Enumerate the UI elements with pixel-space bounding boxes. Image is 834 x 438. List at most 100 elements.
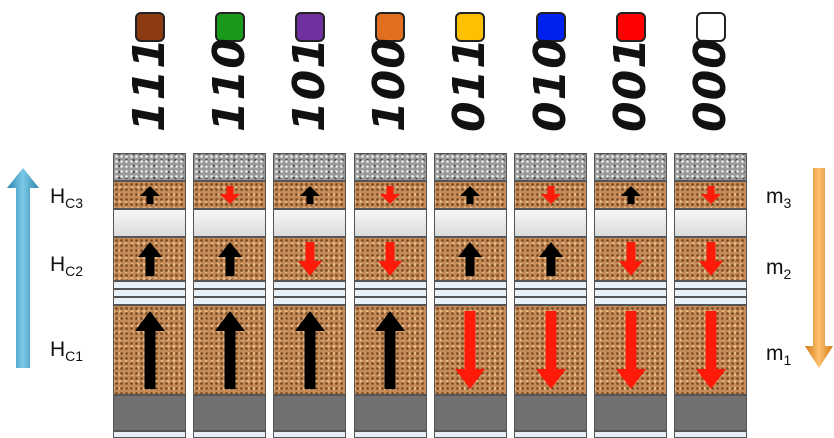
hc3-main: H xyxy=(50,185,65,208)
magnetization-up-arrow-icon xyxy=(539,242,563,276)
magnetization-up-arrow-icon xyxy=(621,186,641,204)
spacer-layer xyxy=(514,209,587,237)
spacer-layer xyxy=(594,395,667,431)
spacer-layer xyxy=(674,281,747,289)
magnetic-layer xyxy=(594,181,667,209)
magnetic-layer xyxy=(113,305,186,395)
m1-label: m1 xyxy=(766,342,791,368)
magnetic-layer xyxy=(434,305,507,395)
magnetic-layer xyxy=(434,181,507,209)
spacer-layer xyxy=(674,209,747,237)
spacer-layer xyxy=(273,289,346,297)
spacer-layer xyxy=(514,297,587,305)
magnetic-layer xyxy=(674,305,747,395)
spacer-layer xyxy=(113,395,186,431)
magnetization-up-arrow-icon xyxy=(218,242,242,276)
hc2-sub: C2 xyxy=(65,263,83,279)
magnetization-up-arrow-icon xyxy=(460,186,480,204)
spacer-layer xyxy=(514,289,587,297)
magnetization-up-arrow-icon xyxy=(375,311,405,389)
cap-layer xyxy=(434,153,507,181)
spacer-layer xyxy=(434,281,507,289)
cap-layer xyxy=(514,153,587,181)
magnetization-up-arrow-icon xyxy=(458,242,482,276)
spacer-layer xyxy=(434,431,507,438)
magnetization-up-arrow-icon xyxy=(300,186,320,204)
magnetic-layer xyxy=(273,305,346,395)
spacer-layer xyxy=(193,297,266,305)
m2-main: m xyxy=(766,256,784,279)
magnetic-layer xyxy=(514,305,587,395)
magnetic-layer xyxy=(354,237,427,281)
magnetic-layer xyxy=(193,181,266,209)
magnetization-up-arrow-icon xyxy=(215,311,245,389)
spacer-layer xyxy=(594,289,667,297)
spacer-layer xyxy=(273,209,346,237)
magnetization-down-arrow-icon xyxy=(541,186,561,204)
spacer-layer xyxy=(193,395,266,431)
spacer-layer xyxy=(434,297,507,305)
spacer-layer xyxy=(113,209,186,237)
magnetic-layer xyxy=(674,181,747,209)
magnetic-layer xyxy=(354,181,427,209)
magnetic-layer xyxy=(674,237,747,281)
spacer-layer xyxy=(273,431,346,438)
spacer-layer xyxy=(354,289,427,297)
spacer-layer xyxy=(434,289,507,297)
spacer-layer xyxy=(434,395,507,431)
magnetization-down-arrow-icon xyxy=(616,311,646,389)
magnetic-layer xyxy=(514,237,587,281)
magnetic-layer xyxy=(514,181,587,209)
spacer-layer xyxy=(273,297,346,305)
m2-sub: 2 xyxy=(784,266,792,282)
spacer-layer xyxy=(594,431,667,438)
spacer-layer xyxy=(354,209,427,237)
layer-stack xyxy=(113,153,186,438)
spacer-layer xyxy=(514,281,587,289)
spacer-layer xyxy=(273,395,346,431)
magnetic-layer xyxy=(273,237,346,281)
cap-layer xyxy=(193,153,266,181)
m2-label: m2 xyxy=(766,256,791,282)
spacer-layer xyxy=(354,281,427,289)
magnetization-down-arrow-icon xyxy=(380,186,400,204)
spacer-layer xyxy=(193,431,266,438)
layer-stack xyxy=(674,153,747,438)
spacer-layer xyxy=(354,431,427,438)
state-code-text: 100 xyxy=(368,37,412,132)
hc3-label: HC3 xyxy=(50,185,83,211)
spacer-layer xyxy=(193,289,266,297)
magnetic-layer xyxy=(193,237,266,281)
m1-main: m xyxy=(766,342,784,365)
magnetization-down-arrow-icon xyxy=(298,242,322,276)
cap-layer xyxy=(354,153,427,181)
magnetic-layer xyxy=(193,305,266,395)
spacer-layer xyxy=(273,281,346,289)
layer-stack xyxy=(434,153,507,438)
spacer-layer xyxy=(674,289,747,297)
magnetization-down-arrow-icon xyxy=(378,242,402,276)
hc2-main: H xyxy=(50,253,65,276)
m3-sub: 3 xyxy=(784,195,792,211)
magnetic-layer xyxy=(273,181,346,209)
magnetization-up-arrow-icon xyxy=(138,242,162,276)
state-code-text: 000 xyxy=(689,37,733,132)
spacer-layer xyxy=(674,395,747,431)
magnetic-layer xyxy=(434,237,507,281)
magnetization-down-arrow-icon xyxy=(220,186,240,204)
spacer-layer xyxy=(514,431,587,438)
spacer-layer xyxy=(434,209,507,237)
spacer-layer xyxy=(354,297,427,305)
spacer-layer xyxy=(113,431,186,438)
spacer-layer xyxy=(594,209,667,237)
layer-stack xyxy=(514,153,587,438)
spacer-layer xyxy=(113,289,186,297)
hc3-sub: C3 xyxy=(65,195,83,211)
magnetization-up-arrow-icon xyxy=(135,311,165,389)
spacer-layer xyxy=(193,281,266,289)
state-code-text: 001 xyxy=(609,37,653,132)
spacer-layer xyxy=(674,297,747,305)
magnetization-down-arrow-icon xyxy=(696,311,726,389)
state-code-text: 011 xyxy=(448,37,492,132)
spacer-layer xyxy=(354,395,427,431)
